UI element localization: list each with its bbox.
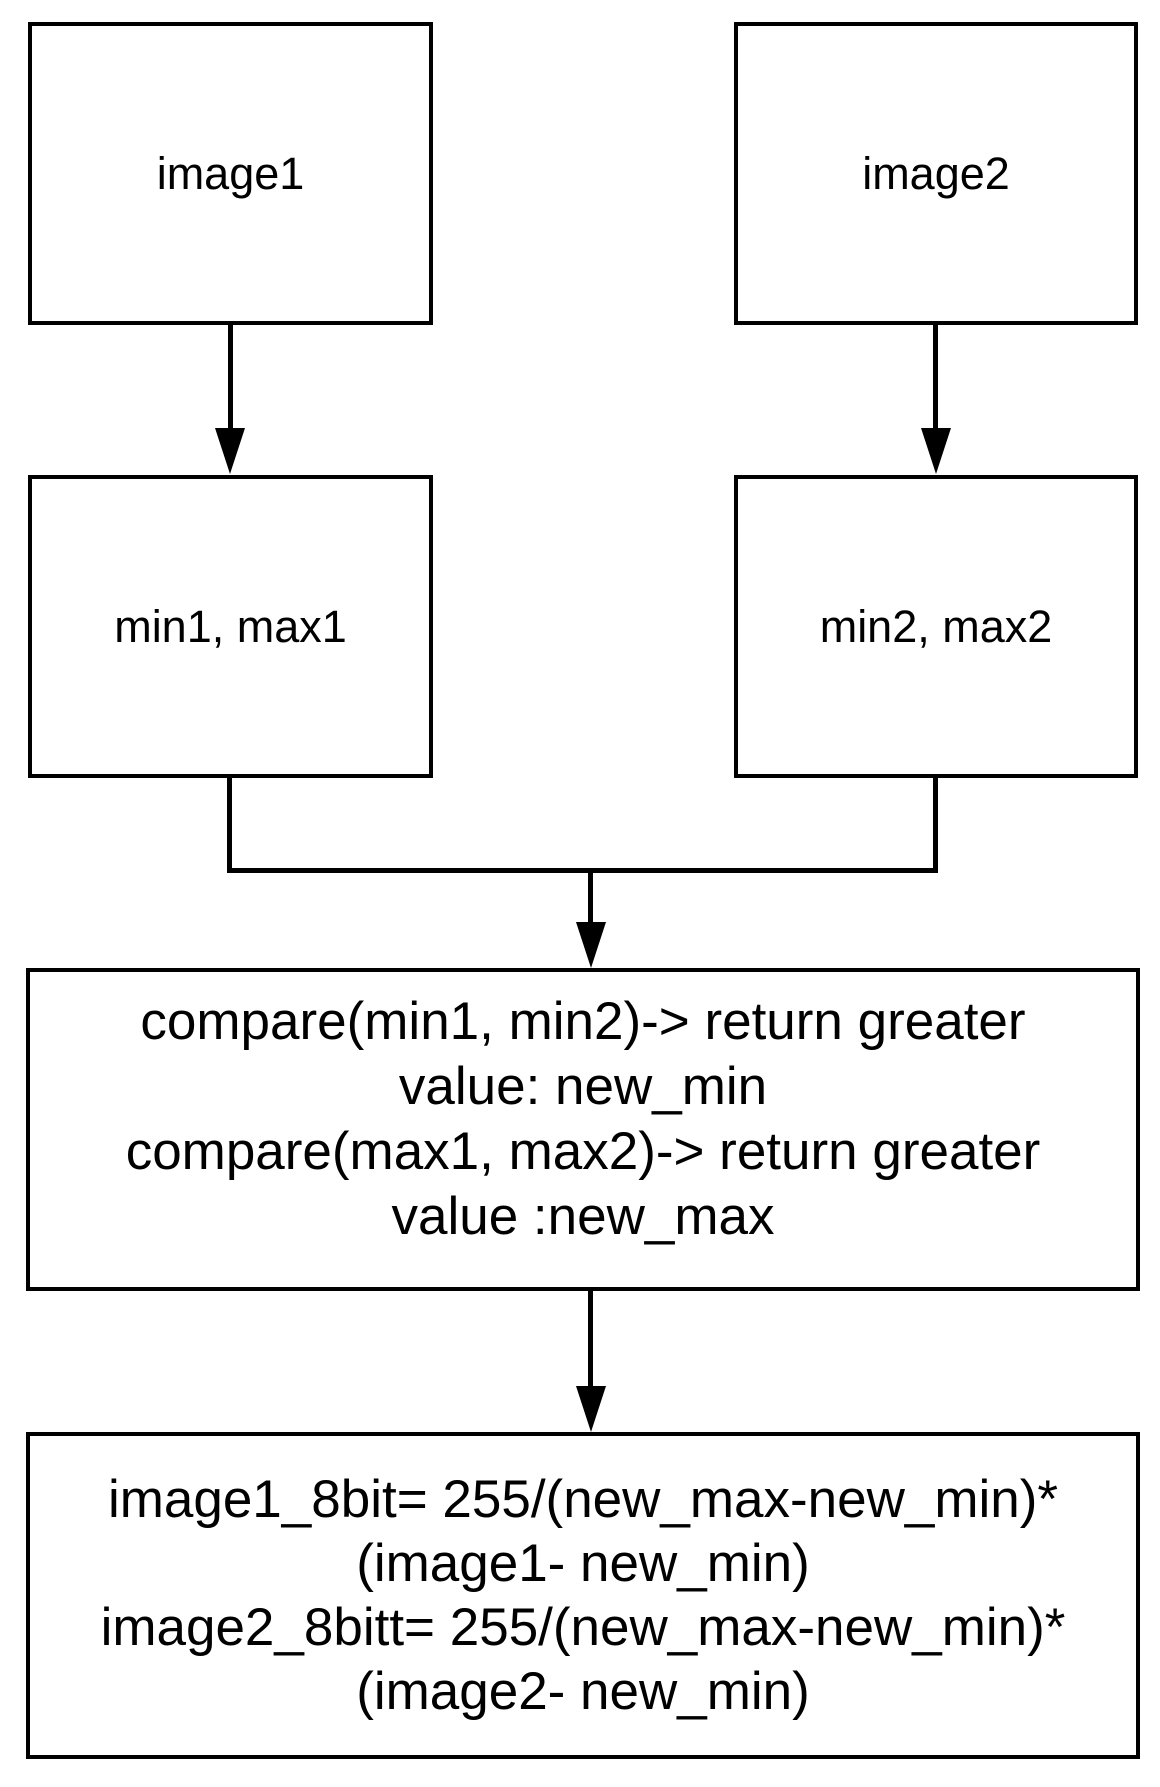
node-formula: image1_8bit= 255/(new_max-new_min)* (ima…: [26, 1432, 1140, 1759]
formula-text-line-1: image1_8bit= 255/(new_max-new_min)*: [107, 1469, 1059, 1529]
node-min2-max2: min2, max2: [734, 475, 1138, 778]
connector-right-vertical: [933, 778, 938, 873]
arrow-compare-to-formula-stem: [588, 1291, 593, 1387]
compare-text-line-3: compare(max1, max2)-> return greater: [125, 1121, 1041, 1181]
connector-center-stem: [588, 873, 593, 923]
arrow-image1-to-minmax1-arrowhead-icon: [215, 428, 245, 474]
node-min1-max1-label: min1, max1: [114, 600, 347, 652]
formula-text-line-3: image2_8bitt= 255/(new_max-new_min)*: [100, 1597, 1066, 1657]
formula-text-line-4: (image2- new_min): [356, 1661, 810, 1721]
node-min2-max2-label: min2, max2: [819, 600, 1053, 652]
compare-text-line-2: value: new_min: [398, 1056, 768, 1116]
node-image2-label: image2: [862, 147, 1010, 199]
connector-horizontal: [227, 868, 938, 873]
connector-center-arrowhead-icon: [576, 922, 606, 968]
arrow-compare-to-formula-arrowhead-icon: [576, 1386, 606, 1432]
formula-text-line-2: (image1- new_min): [356, 1533, 810, 1593]
arrow-image2-to-minmax2-arrowhead-icon: [921, 428, 951, 474]
compare-text-line-4: value :new_max: [391, 1186, 775, 1246]
arrow-image2-to-minmax2-stem: [933, 325, 938, 429]
connector-left-vertical: [227, 778, 232, 873]
node-compare: compare(min1, min2)-> return greater val…: [26, 968, 1140, 1291]
arrow-image1-to-minmax1-stem: [228, 325, 233, 429]
compare-text-line-1: compare(min1, min2)-> return greater: [140, 991, 1026, 1051]
node-image1: image1: [28, 22, 433, 325]
node-image1-label: image1: [156, 147, 305, 199]
node-min1-max1: min1, max1: [28, 475, 433, 778]
node-image2: image2: [734, 22, 1138, 325]
